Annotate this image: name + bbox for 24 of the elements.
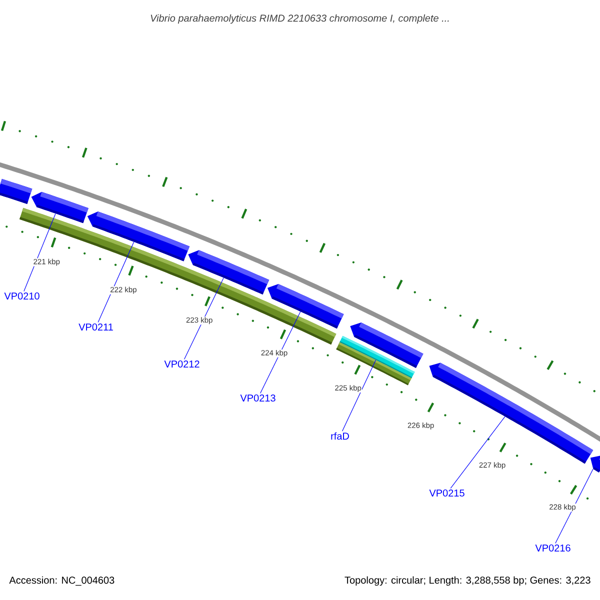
gene-label: VP0213 [240,394,276,402]
leader-line [555,468,594,544]
gene-segment [350,322,424,368]
gene-label: VP0211 [78,323,113,331]
title: Vibrio parahaemolyticus RIMD 2210633 chromosome I, complete ... [150,14,449,24]
gene-label: VP0212 [164,360,200,368]
leader-line [24,213,56,292]
leader-line [450,416,506,489]
gene-label: VP0215 [429,489,464,497]
gene-segment [31,192,88,224]
gene-segment [87,211,190,262]
gene-label: VP0216 [535,544,570,552]
footer-text: Topology: circular; Length: 3,288,558 bp; Genes: 3,223 [344,576,590,586]
leader-line [184,278,224,360]
gene-segment [0,178,32,204]
gene-segment [590,455,600,473]
leader-line [98,242,134,323]
footer-text: Accession: NC_004603 [9,576,114,586]
leader-line [342,360,376,432]
gene-segment [267,284,344,329]
gene-label: rfaD [331,432,349,440]
gene-segment [188,250,270,295]
gene-label: VP0210 [4,292,40,300]
leader-line [260,311,301,394]
